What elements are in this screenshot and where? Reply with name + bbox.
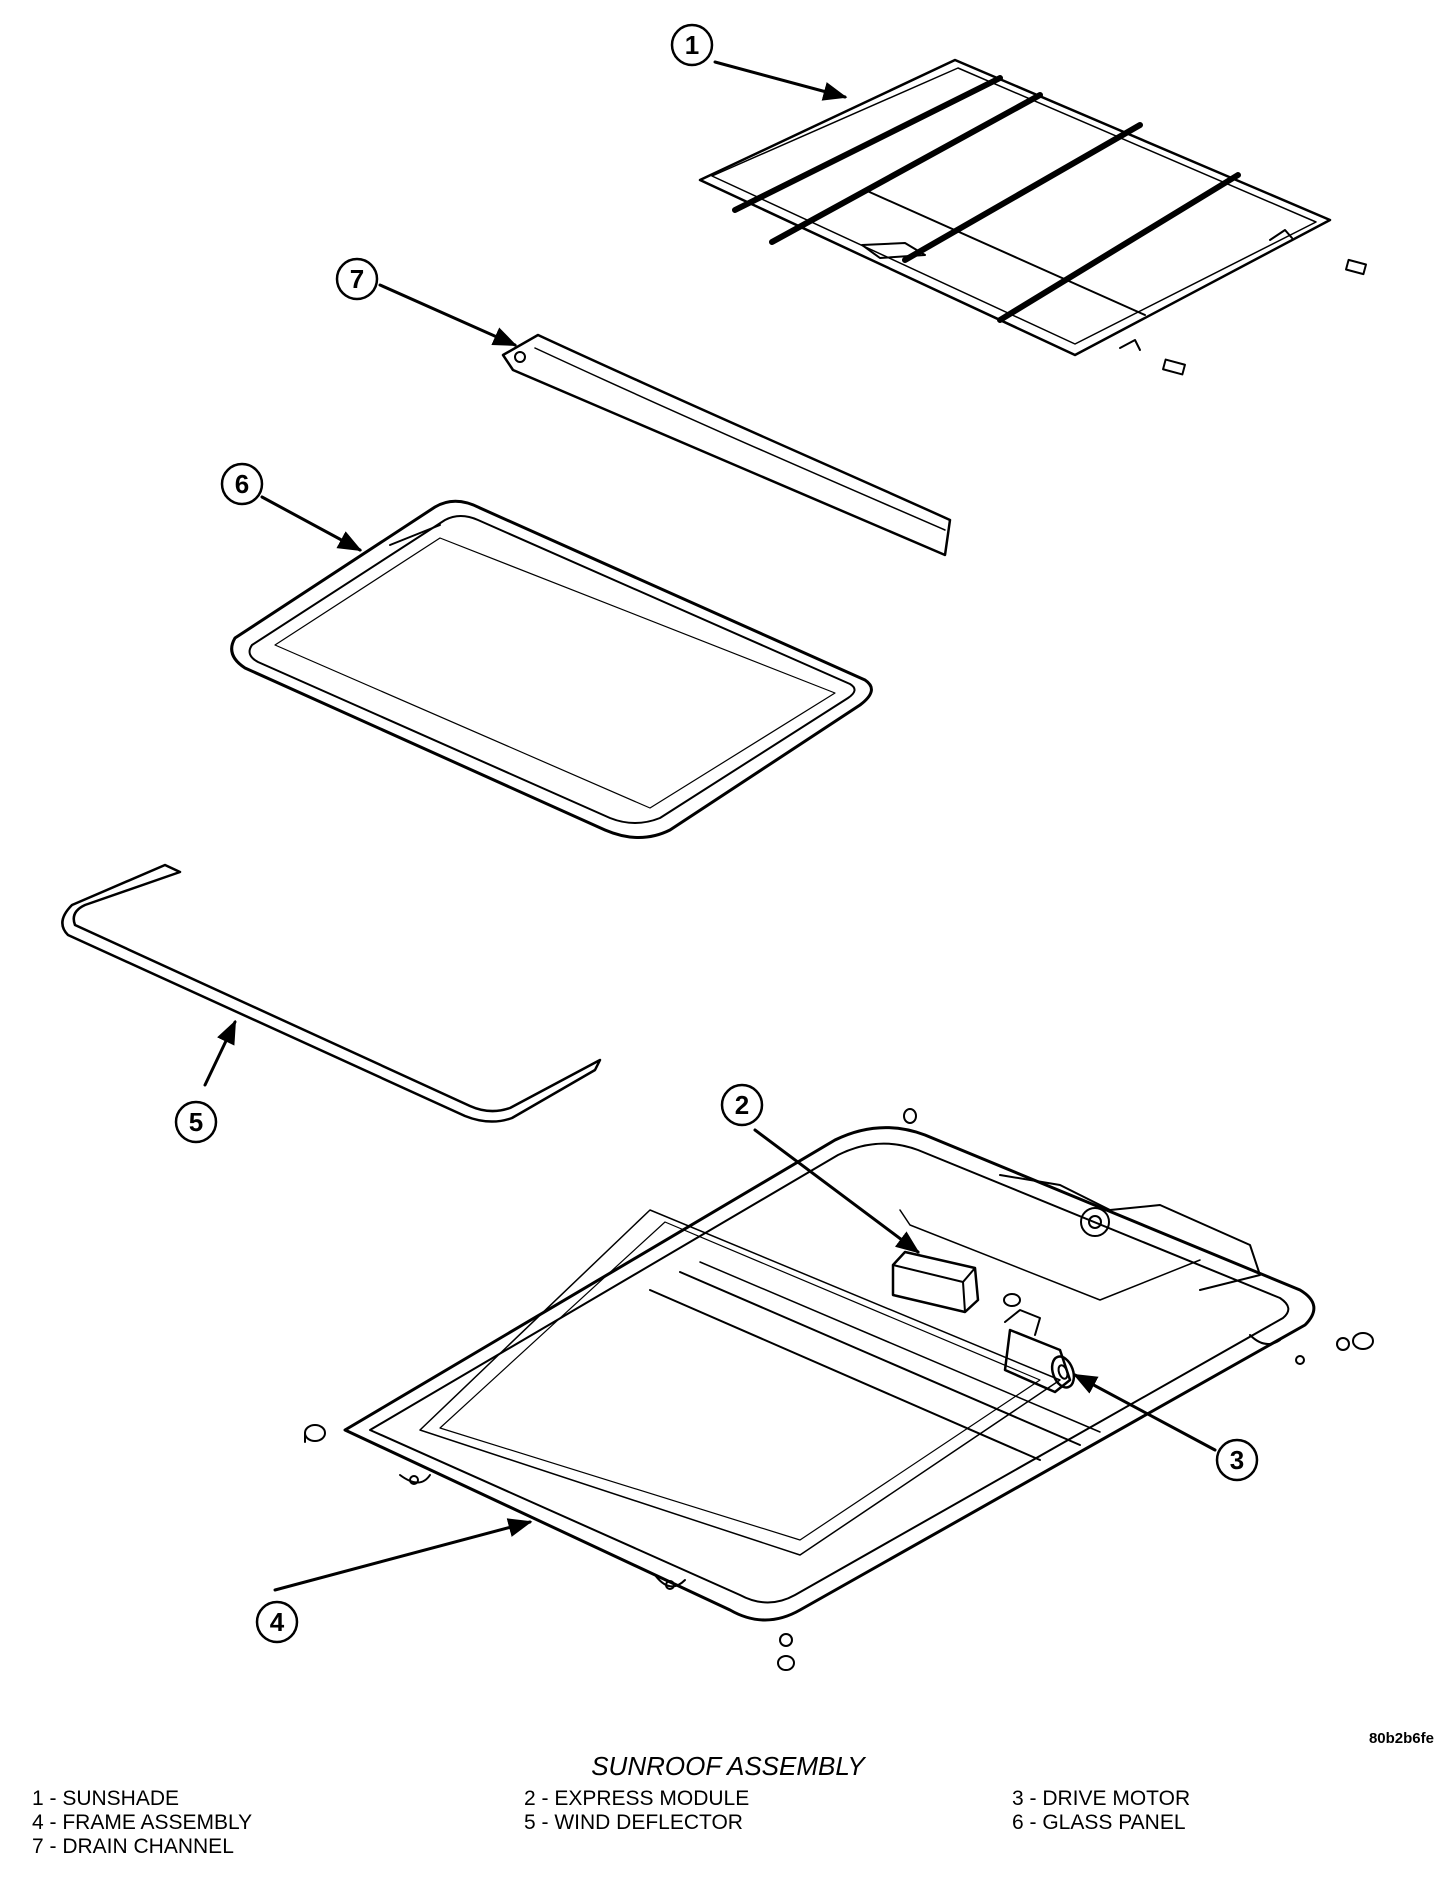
arrow-4 — [273, 1518, 533, 1592]
arrow-3 — [1072, 1373, 1217, 1452]
legend-row: 4 - FRAME ASSEMBLY 5 - WIND DEFLECTOR 6 … — [32, 1811, 1452, 1835]
legend-item: 1 - SUNSHADE — [32, 1787, 180, 1810]
callout-5: 5 — [174, 1100, 218, 1144]
callout-number: 6 — [235, 469, 249, 499]
callout-number: 2 — [735, 1090, 749, 1120]
legend-item: 6 - GLASS PANEL — [1012, 1811, 1186, 1834]
arrow-7 — [378, 283, 518, 347]
figure-id: 80b2b6fe — [1368, 1730, 1434, 1747]
figure-caption: SUNROOF ASSEMBLY — [591, 1751, 865, 1781]
legend-row: 7 - DRAIN CHANNEL — [32, 1835, 1452, 1859]
legend-item: 3 - DRIVE MOTOR — [1012, 1787, 1191, 1810]
parts-legend: 1 - SUNSHADE 2 - EXPRESS MODULE 3 - DRIV… — [32, 1787, 1452, 1859]
callout-6: 6 — [220, 462, 264, 506]
drive-motor-part — [1003, 1293, 1076, 1394]
callout-arrows — [203, 60, 1217, 1592]
glass-panel-part — [230, 499, 873, 839]
callout-4: 4 — [255, 1600, 299, 1644]
arrow-5 — [203, 1019, 237, 1087]
wind-deflector-part — [61, 863, 602, 1123]
callout-3: 3 — [1215, 1438, 1259, 1482]
callout-2: 2 — [720, 1083, 764, 1127]
express-module-part — [891, 1250, 980, 1314]
callout-number: 5 — [189, 1107, 203, 1137]
legend-item: 4 - FRAME ASSEMBLY — [32, 1811, 253, 1834]
legend-item: 2 - EXPRESS MODULE — [524, 1787, 750, 1810]
arrow-1 — [713, 60, 848, 101]
legend-item: 7 - DRAIN CHANNEL — [32, 1835, 234, 1858]
callout-number: 4 — [270, 1607, 285, 1637]
arrow-6 — [260, 495, 363, 552]
arrow-2 — [753, 1128, 920, 1254]
callout-7: 7 — [335, 257, 379, 301]
callout-number: 1 — [685, 30, 699, 60]
sunshade-part — [698, 58, 1367, 376]
callout-1: 1 — [670, 23, 714, 67]
frame-assembly-part — [304, 1108, 1374, 1671]
legend-row: 1 - SUNSHADE 2 - EXPRESS MODULE 3 - DRIV… — [32, 1787, 1452, 1811]
drain-channel-part — [501, 333, 952, 557]
callout-number: 7 — [350, 264, 364, 294]
legend-item: 5 - WIND DEFLECTOR — [524, 1811, 743, 1834]
callout-number: 3 — [1230, 1445, 1244, 1475]
